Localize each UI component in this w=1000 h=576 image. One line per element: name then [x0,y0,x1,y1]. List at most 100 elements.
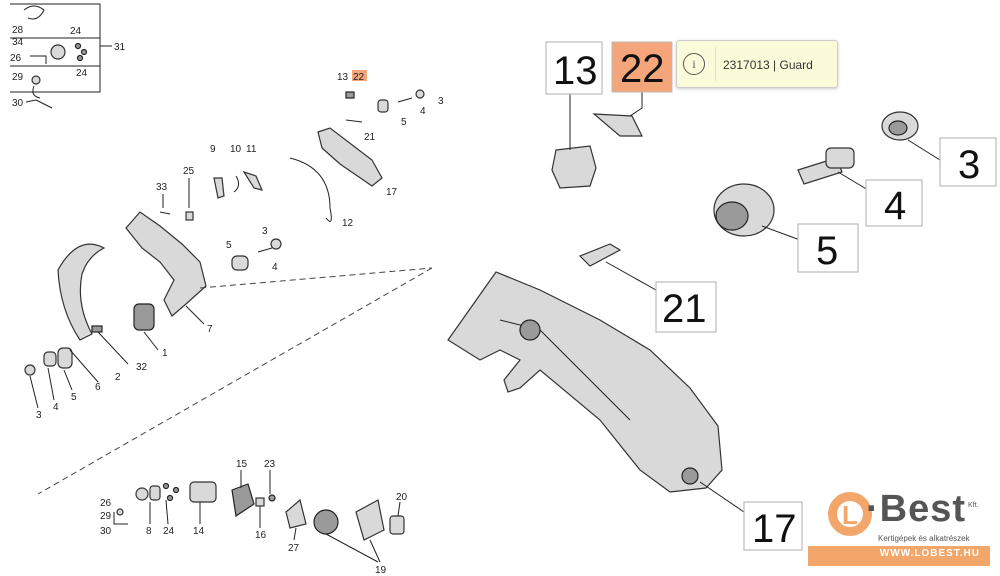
tooltip-text: 2317013 | Guard [723,58,813,72]
part-tooltip: i 2317013 | Guard [676,40,838,88]
front-handle-part-6 [57,243,106,341]
logo-tagline: Kertigépek és alkatrészek [878,534,970,543]
callout-15[interactable]: 15 [236,459,248,470]
callout-10[interactable]: 10 [230,144,242,155]
callout-24[interactable]: 24 [70,26,82,37]
callout-1[interactable]: 1 [162,348,168,359]
small-handle-assembly [289,89,425,222]
callout-28[interactable]: 28 [12,25,24,36]
screw-part-25 [185,211,194,221]
spring-part-10 [233,175,240,193]
handle-part-17-small [317,127,383,187]
callout-29[interactable]: 29 [100,511,112,522]
logo-url[interactable]: WWW.LOBEST.HU [879,548,980,559]
throttle-parts [159,170,264,221]
carburetor-part-14 [189,481,217,503]
callout-22[interactable]: 22 [353,72,365,83]
carburetor-parts [113,481,405,541]
callout-32[interactable]: 32 [136,362,148,373]
callout-box-22-highlight [611,41,673,93]
callout-23[interactable]: 23 [264,459,276,470]
callout-7[interactable]: 7 [207,324,213,335]
filter-part-19a [313,509,339,535]
callout-12[interactable]: 12 [342,218,354,229]
callout-29[interactable]: 29 [12,72,24,83]
callout-5[interactable]: 5 [401,117,407,128]
callout-14[interactable]: 14 [193,526,205,537]
inset-box [10,3,101,99]
screw-part-21 [578,243,622,267]
tube-part-26 [30,55,47,64]
callout-17[interactable]: 17 [386,187,398,198]
callout-box-5 [797,223,859,273]
callout-25[interactable]: 25 [183,166,195,177]
gasket-part-15 [231,483,255,518]
callout-box-17 [743,501,803,551]
knob-part-20 [389,515,405,535]
callout-17-big[interactable]: 17 [752,507,797,551]
callout-21-big[interactable]: 21 [662,287,707,331]
filter-part-27 [285,498,307,529]
logo-suffix: Kft. [968,502,979,509]
callout-4[interactable]: 4 [272,262,278,273]
callout-8[interactable]: 8 [146,526,152,537]
callout-4-big[interactable]: 4 [884,184,906,228]
housing-part-17 [447,271,723,493]
callout-13[interactable]: 13 [337,72,349,83]
callout-9[interactable]: 9 [210,144,216,155]
callout-26[interactable]: 26 [100,498,112,509]
cover-part-19 [355,499,385,541]
wire-part-28 [23,5,45,20]
lever-part-11 [242,170,264,191]
callout-24[interactable]: 24 [163,526,175,537]
callout-11[interactable]: 11 [246,144,257,155]
grommet-part-34 [50,44,66,60]
callout-31[interactable]: 31 [114,42,126,53]
callout-34[interactable]: 34 [12,37,24,48]
callout-box-21 [655,281,717,333]
info-icon: i [683,53,705,75]
pin-part-33 [159,211,171,215]
rear-handle-assembly [24,211,282,376]
callout-22-big[interactable]: 22 [620,47,665,91]
callout-6[interactable]: 6 [95,382,101,393]
callout-box-3 [939,137,997,187]
guard-part-22 [592,113,643,137]
callout-box-4 [865,179,923,227]
logo-mark-icon: L [828,492,872,536]
callout-3[interactable]: 3 [36,410,42,421]
guide-line-upper [199,267,433,289]
callout-30[interactable]: 30 [12,98,24,109]
callout-3[interactable]: 3 [262,226,268,237]
callout-27[interactable]: 27 [288,543,300,554]
callout-21[interactable]: 21 [364,132,376,143]
callout-22-highlight [352,70,367,81]
callout-24[interactable]: 24 [76,68,88,79]
callout-box-13 [545,41,603,95]
callout-5-big[interactable]: 5 [816,229,838,273]
callout-20[interactable]: 20 [396,492,408,503]
trigger-part-9 [213,177,225,199]
svg-text:L: L [842,500,858,530]
callout-33[interactable]: 33 [156,182,168,193]
callout-2[interactable]: 2 [115,372,121,383]
callout-30[interactable]: 30 [100,526,112,537]
guide-line-lower [37,267,433,495]
buffer-part-1 [133,303,155,331]
callout-16[interactable]: 16 [255,530,267,541]
callout-4[interactable]: 4 [53,402,59,413]
rear-handle-part-7 [125,211,207,317]
callout-4[interactable]: 4 [420,106,426,117]
callout-5[interactable]: 5 [71,392,77,403]
clip-part-29 [31,75,41,85]
callout-26[interactable]: 26 [10,53,22,64]
rod-part-12 [289,157,332,222]
switch-part-13 [551,145,597,189]
callout-5[interactable]: 5 [226,240,232,251]
callout-3-big[interactable]: 3 [958,143,980,187]
callout-13-big[interactable]: 13 [553,49,598,93]
lobest-logo[interactable]: L ·Best Kft. Kertigépek és alkatrészek W… [808,486,990,570]
callout-19[interactable]: 19 [375,565,387,576]
callout-3[interactable]: 3 [438,96,444,107]
